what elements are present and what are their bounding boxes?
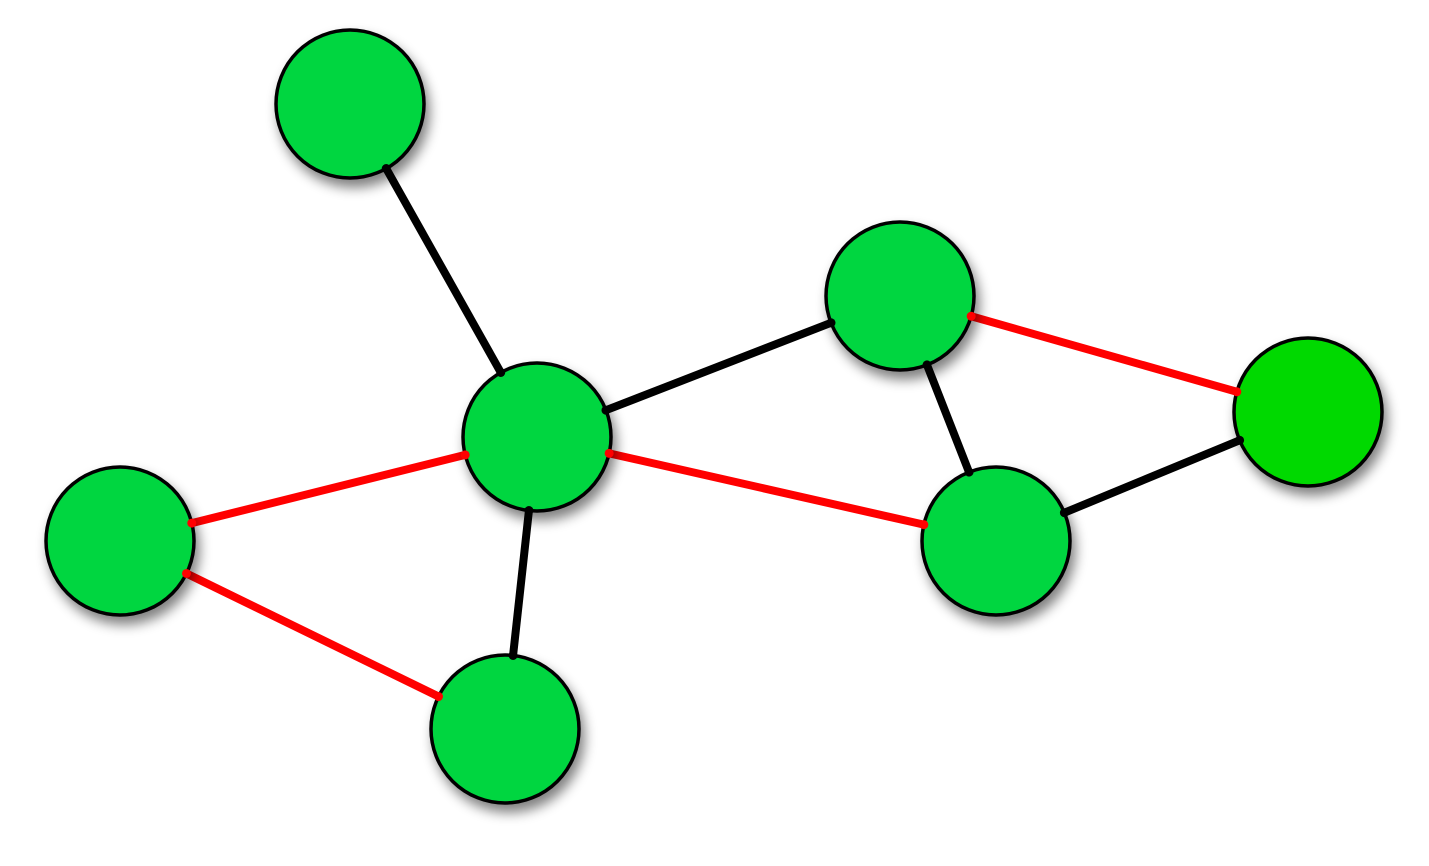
edges	[184, 166, 1242, 701]
node-n1	[274, 28, 426, 180]
node-n2	[461, 361, 613, 513]
edge-endpoint	[1232, 387, 1242, 397]
edge-endpoint	[524, 506, 534, 516]
edge-n2-n5	[604, 319, 833, 414]
edge-n5-n7	[970, 312, 1238, 396]
edge-endpoint	[460, 450, 470, 460]
edge-endpoint	[919, 520, 929, 530]
edge-endpoints	[181, 164, 1245, 702]
edge-endpoint	[381, 164, 391, 174]
edge-endpoint	[434, 692, 444, 702]
edge-endpoint	[922, 360, 932, 370]
edge-n2-n4	[509, 510, 533, 656]
edge-endpoint	[496, 367, 506, 377]
edge-endpoint	[601, 405, 611, 415]
edge-endpoint	[508, 650, 518, 660]
edge-endpoint	[604, 448, 614, 458]
edge-n2-n6	[608, 449, 925, 529]
edge-n3-n4	[184, 569, 441, 701]
node-n4	[429, 653, 581, 805]
node-n6	[920, 465, 1072, 617]
edge-endpoint	[826, 318, 836, 328]
edge-n5-n6	[923, 363, 973, 474]
node-n5	[824, 220, 976, 372]
edge-endpoint	[1235, 435, 1245, 445]
edge-endpoint	[181, 568, 191, 578]
nodes	[44, 28, 1384, 805]
edge-n1-n2	[382, 166, 505, 375]
edge-n6-n7	[1062, 436, 1242, 517]
node-n7	[1232, 336, 1384, 488]
edge-endpoint	[966, 311, 976, 321]
edge-n2-n3	[190, 451, 467, 527]
edge-endpoint	[187, 518, 197, 528]
edge-endpoint	[1059, 508, 1069, 518]
node-n3	[44, 465, 196, 617]
edge-endpoint	[964, 467, 974, 477]
